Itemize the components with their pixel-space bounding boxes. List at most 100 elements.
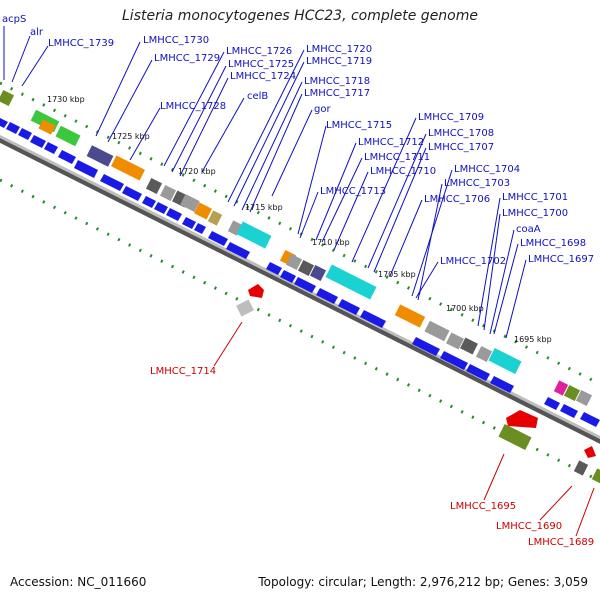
cds-arrow bbox=[440, 351, 468, 370]
gene-label: LMHCC_1701 bbox=[502, 192, 568, 203]
gene-label: celB bbox=[247, 91, 268, 102]
gene-label: coaA bbox=[516, 224, 541, 235]
gene-feature bbox=[475, 345, 493, 363]
gene-label: gor bbox=[314, 104, 331, 115]
cds-arrow bbox=[226, 242, 250, 259]
minus-gene-labels bbox=[213, 321, 595, 537]
gene-feature bbox=[424, 320, 450, 342]
gene-feature bbox=[325, 264, 377, 300]
gene-feature bbox=[309, 264, 327, 282]
gene-label: LMHCC_1712 bbox=[358, 137, 424, 148]
backbone-shadow bbox=[0, 136, 600, 444]
gene-label: alr bbox=[30, 27, 44, 38]
gene-feature bbox=[0, 89, 15, 107]
cds-arrow bbox=[142, 196, 156, 208]
cds-arrow bbox=[74, 160, 98, 178]
gene-feature bbox=[180, 194, 200, 212]
cds-arrow bbox=[18, 128, 32, 140]
gene-label: LMHCC_1718 bbox=[304, 76, 370, 87]
minus-feature bbox=[506, 410, 538, 428]
gene-feature bbox=[111, 155, 145, 181]
cds-arrow bbox=[490, 376, 514, 393]
gene-label: LMHCC_1711 bbox=[364, 152, 430, 163]
gene-label: LMHCC_1709 bbox=[418, 112, 484, 123]
plus-gene-label-text: acpS alr LMHCC_1739 LMHCC_1730 LMHCC_172… bbox=[2, 14, 594, 267]
plus-cds-lane bbox=[0, 118, 600, 427]
gene-feature bbox=[38, 119, 56, 135]
minus-feature bbox=[591, 468, 600, 484]
gene-feature bbox=[86, 145, 114, 167]
gene-label: LMHCC_1714 bbox=[150, 366, 216, 377]
cds-arrow bbox=[466, 364, 490, 381]
gene-label: LMHCC_1717 bbox=[304, 88, 370, 99]
kbp-labels: 1730 kbp 1725 kbp 1720 kbp 1715 kbp 1710… bbox=[47, 95, 552, 344]
cds-arrow bbox=[338, 299, 360, 315]
gene-label: LMHCC_1704 bbox=[454, 164, 520, 175]
minus-feature bbox=[584, 446, 596, 458]
kbp-label: 1730 kbp bbox=[47, 95, 85, 104]
kbp-label: 1695 kbp bbox=[514, 335, 552, 344]
cds-arrow bbox=[580, 412, 600, 427]
cds-arrow bbox=[266, 262, 282, 275]
cds-arrow bbox=[316, 288, 338, 304]
kbp-label: 1715 kbp bbox=[245, 203, 283, 212]
gene-label: LMHCC_1728 bbox=[160, 101, 226, 112]
cds-arrow bbox=[58, 150, 76, 164]
gene-label: LMHCC_1730 bbox=[143, 35, 209, 46]
gene-feature bbox=[285, 253, 303, 271]
kbp-label: 1700 kbp bbox=[446, 304, 484, 313]
gene-feature bbox=[236, 221, 272, 249]
gene-feature bbox=[446, 332, 464, 350]
gene-label: LMHCC_1706 bbox=[424, 194, 490, 205]
gene-label: LMHCC_1719 bbox=[306, 56, 372, 67]
tick-ring-outer bbox=[0, 81, 600, 386]
gene-label: LMHCC_1690 bbox=[496, 521, 562, 532]
gene-feature bbox=[297, 259, 315, 277]
gene-feature bbox=[145, 177, 163, 195]
cds-arrow bbox=[100, 174, 124, 191]
gene-label: LMHCC_1729 bbox=[154, 53, 220, 64]
minus-feature bbox=[236, 299, 254, 317]
minus-feature bbox=[248, 284, 264, 298]
minus-feature bbox=[573, 460, 589, 476]
gene-feature bbox=[159, 184, 177, 202]
gene-label: acpS bbox=[2, 14, 26, 25]
cds-arrow bbox=[560, 404, 578, 418]
plus-feature-lane bbox=[0, 89, 593, 407]
cds-arrow bbox=[122, 186, 142, 201]
cds-arrow bbox=[30, 135, 46, 148]
kbp-label: 1720 kbp bbox=[178, 167, 216, 176]
gene-label: LMHCC_1707 bbox=[428, 142, 494, 153]
plus-gene-labels bbox=[3, 26, 527, 339]
gene-label: LMHCC_1739 bbox=[48, 38, 114, 49]
cds-arrow bbox=[280, 270, 296, 283]
cds-arrow bbox=[360, 310, 386, 328]
cds-arrow bbox=[544, 397, 560, 410]
gene-label: LMHCC_1725 bbox=[228, 59, 294, 70]
gene-label: LMHCC_1726 bbox=[226, 46, 292, 57]
gene-label: LMHCC_1700 bbox=[502, 208, 568, 219]
cds-arrow bbox=[194, 223, 206, 234]
gene-label: LMHCC_1710 bbox=[370, 166, 436, 177]
gene-feature bbox=[563, 384, 581, 402]
gene-feature bbox=[194, 202, 212, 220]
gene-label: LMHCC_1702 bbox=[440, 256, 506, 267]
gene-label: LMHCC_1715 bbox=[326, 120, 392, 131]
gene-label: LMHCC_1720 bbox=[306, 44, 372, 55]
minus-feature bbox=[498, 424, 532, 450]
cds-arrow bbox=[182, 217, 196, 229]
cds-arrow bbox=[294, 277, 316, 293]
gene-label: LMHCC_1703 bbox=[444, 178, 510, 189]
kbp-label: 1705 kbp bbox=[378, 270, 416, 279]
genome-stats-label: Topology: circular; Length: 2,976,212 bp… bbox=[258, 575, 588, 589]
cds-arrow bbox=[6, 122, 20, 134]
cds-arrow bbox=[208, 231, 228, 246]
gene-feature bbox=[394, 304, 426, 328]
gene-feature bbox=[207, 210, 223, 226]
cds-arrow bbox=[412, 337, 440, 356]
gene-label: LMHCC_1724 bbox=[230, 71, 296, 82]
gene-feature bbox=[575, 389, 593, 407]
gene-label: LMHCC_1689 bbox=[528, 537, 594, 548]
cds-arrow bbox=[166, 208, 182, 221]
gene-feature bbox=[488, 348, 522, 374]
